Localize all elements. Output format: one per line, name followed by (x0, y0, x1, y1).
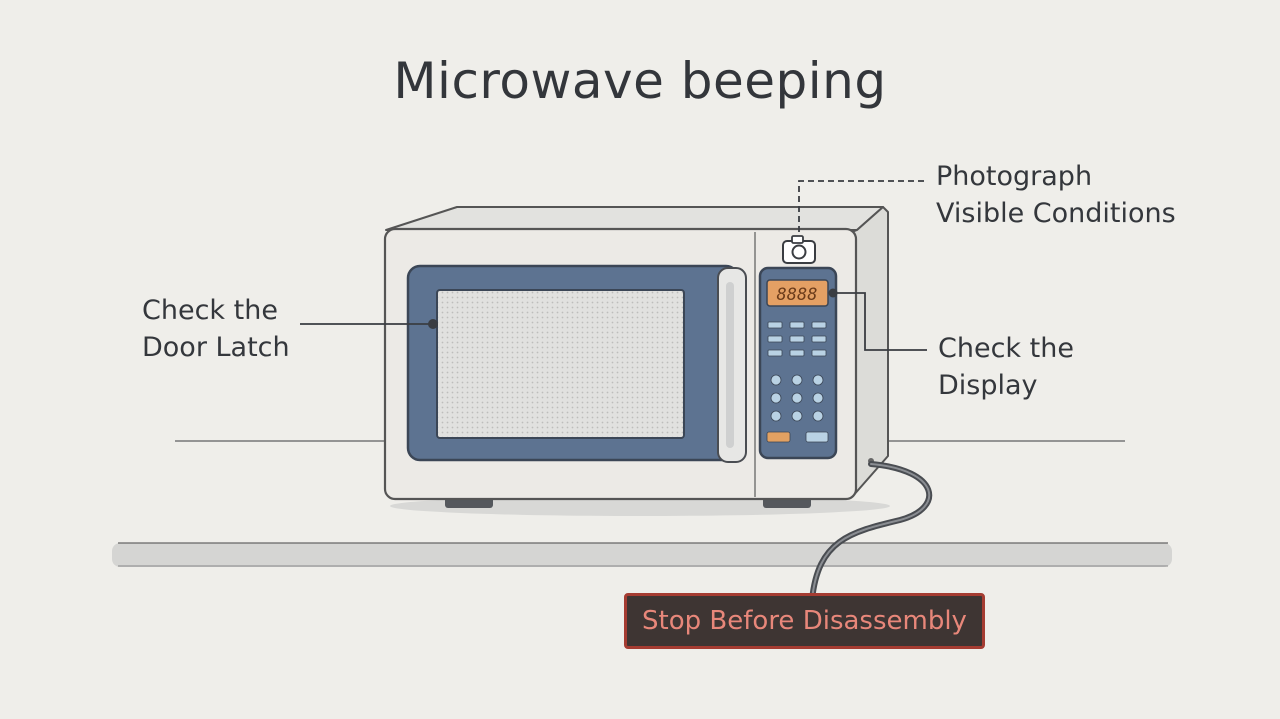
stop-button (805, 431, 829, 443)
callout-photograph-line-1: Photograph (936, 161, 1093, 192)
callout-display-line-2: Display (938, 370, 1038, 401)
page-title: Microwave beeping (393, 52, 887, 110)
door-window (436, 289, 685, 439)
keypad-buttons (767, 321, 827, 422)
callout-photograph-line-2: Visible Conditions (936, 198, 1176, 229)
camera-icon (782, 235, 816, 264)
leader-display (833, 292, 927, 351)
callout-display: Check the Display (938, 330, 1074, 404)
microwave-top (385, 206, 884, 231)
callout-door-latch-line-2: Door Latch (142, 332, 290, 363)
start-button (766, 431, 791, 443)
display-screen (766, 279, 829, 307)
callout-photograph: Photograph Visible Conditions (936, 158, 1176, 232)
callout-door-latch: Check the Door Latch (142, 292, 290, 366)
warning-banner: Stop Before Disassembly (624, 593, 985, 649)
microwave-side (851, 206, 889, 498)
control-panel (758, 266, 838, 460)
leader-photograph (798, 180, 924, 233)
display-readout: 8888 (777, 285, 818, 305)
callout-door-latch-line-1: Check the (142, 295, 278, 326)
callout-display-line-1: Check the (938, 333, 1074, 364)
counter-shelf (112, 543, 1172, 567)
